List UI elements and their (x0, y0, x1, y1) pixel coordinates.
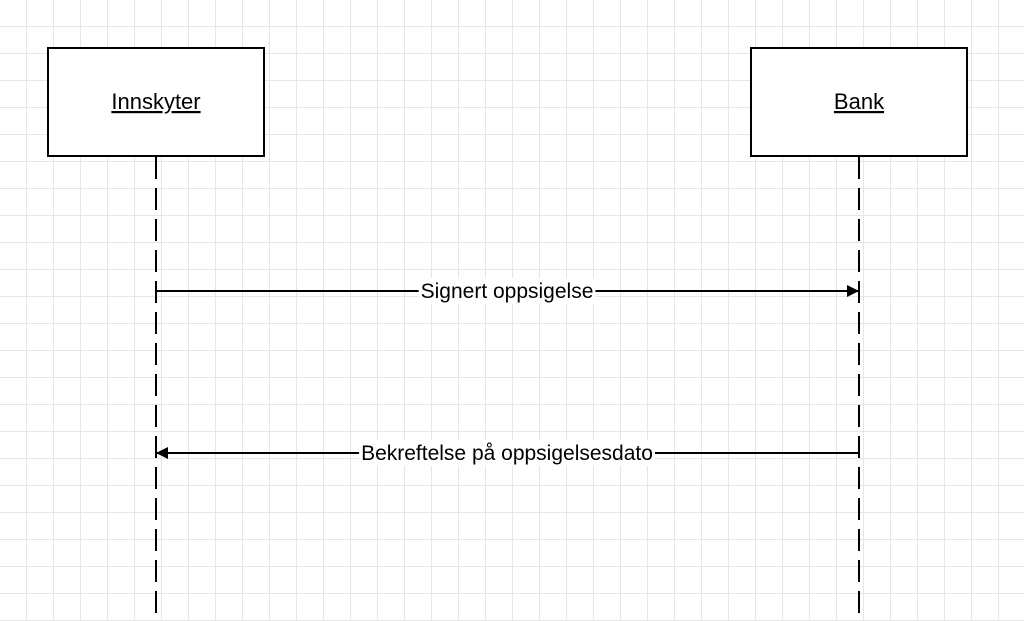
participant-bank[interactable]: Bank (750, 47, 968, 157)
message-label: Signert oppsigelse (421, 280, 594, 303)
message-signert-oppsigelse[interactable]: Signert oppsigelse (157, 278, 859, 304)
message-label: Bekreftelse på oppsigelsesdato (361, 442, 653, 465)
participant-innskyter-label: Innskyter (111, 89, 200, 114)
participant-innskyter-box[interactable] (47, 47, 265, 157)
message-label-background (418, 278, 596, 304)
participant-bank-box[interactable] (750, 47, 968, 157)
message-label-background (359, 440, 655, 466)
participant-innskyter[interactable]: Innskyter (47, 47, 265, 157)
message-bekreftelse[interactable]: Bekreftelse på oppsigelsesdato (156, 440, 858, 466)
participant-bank-label: Bank (834, 89, 885, 114)
